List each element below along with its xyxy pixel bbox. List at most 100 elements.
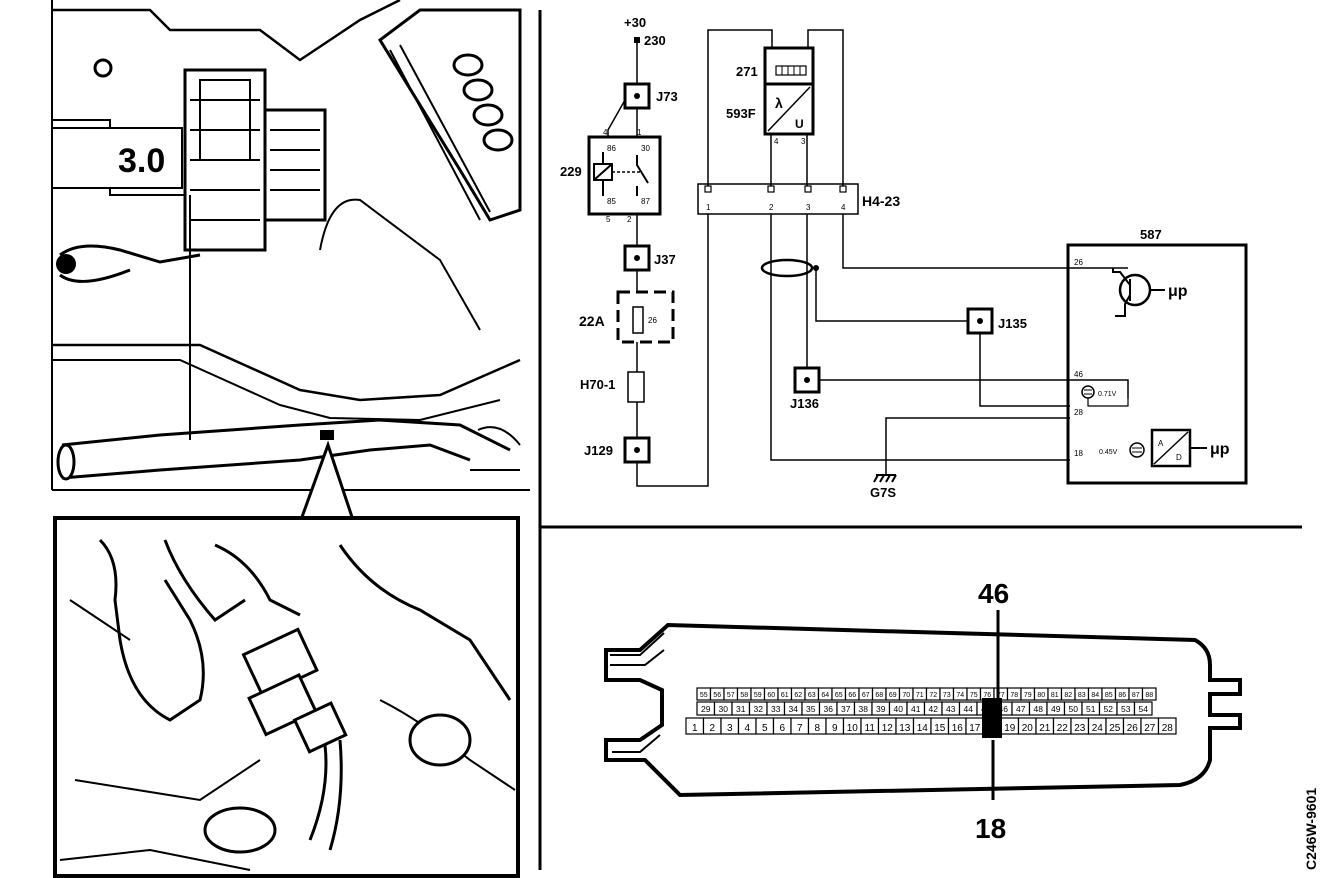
- pin-number: 46: [999, 704, 1009, 714]
- pin-number: 34: [789, 704, 799, 714]
- svg-text:18: 18: [1074, 449, 1083, 458]
- connector-h4-23: [697, 183, 859, 215]
- pin-number: 51: [1086, 704, 1096, 714]
- pin-number: 15: [934, 723, 946, 734]
- pin-number: 65: [835, 692, 843, 699]
- pin-number: 3: [727, 723, 733, 734]
- pin-number: 44: [964, 704, 974, 714]
- pin-number: 6: [779, 723, 785, 734]
- callout-pointer: [300, 440, 354, 518]
- connector-closeup-illustration: [53, 516, 520, 878]
- pin-number: 39: [876, 704, 886, 714]
- pin-number: 50: [1069, 704, 1079, 714]
- svg-text:4: 4: [774, 137, 779, 146]
- pin-number: 75: [970, 692, 978, 699]
- pin-number: 41: [911, 704, 921, 714]
- pin-number: 71: [916, 692, 924, 699]
- pin-number: 79: [1024, 692, 1032, 699]
- pin-number: 30: [719, 704, 729, 714]
- fuse-230-label: 230: [644, 33, 666, 48]
- svg-text:λ: λ: [775, 95, 783, 111]
- pin-number: 28: [1162, 723, 1174, 734]
- pin-number: 88: [1145, 692, 1153, 699]
- ecu-587: [1066, 243, 1248, 485]
- pin-number: 10: [847, 723, 859, 734]
- pin-cell: [1141, 687, 1157, 701]
- svg-text:85: 85: [607, 197, 616, 206]
- ground-label: G7S: [870, 485, 896, 500]
- pin-number: 57: [727, 692, 735, 699]
- pin-number: 40: [894, 704, 904, 714]
- pin-number: 22: [1057, 723, 1069, 734]
- pin-number: 12: [882, 723, 894, 734]
- pin-number: 5: [762, 723, 768, 734]
- supply-label: +30: [624, 15, 646, 30]
- pin-number: 53: [1121, 704, 1131, 714]
- pin-number: 73: [943, 692, 951, 699]
- connector-h4-23-label: H4-23: [862, 193, 900, 209]
- svg-text:26: 26: [1074, 258, 1083, 267]
- pin-number: 62: [794, 692, 802, 699]
- j129-label: J129: [584, 443, 613, 458]
- pin-number: 31: [736, 704, 746, 714]
- svg-text:4: 4: [841, 203, 846, 212]
- pin-number: 52: [1104, 704, 1114, 714]
- ecu-output-2: μp: [1210, 441, 1230, 458]
- pin-number: 19: [1004, 723, 1016, 734]
- svg-text:A: A: [1158, 439, 1164, 448]
- pin-number: 82: [1064, 692, 1072, 699]
- pin-cell: [1157, 717, 1177, 735]
- pin-number: 59: [754, 692, 762, 699]
- pin-number: 85: [1105, 692, 1113, 699]
- fuse-box-label: 22A: [579, 313, 605, 329]
- pin-number: 67: [862, 692, 870, 699]
- engine-bay-illustration: 3.0: [0, 0, 530, 495]
- svg-text:3: 3: [801, 137, 806, 146]
- connector-h70-1: [627, 371, 645, 403]
- pin-number: 70: [902, 692, 910, 699]
- pin-number: 7: [797, 723, 803, 734]
- pin-number: 33: [771, 704, 781, 714]
- pin-number: 69: [889, 692, 897, 699]
- pin-number: 20: [1022, 723, 1034, 734]
- connector-row-bottom: 1234567891011121314151617181920212223242…: [685, 717, 1177, 735]
- pin-number: 35: [806, 704, 816, 714]
- pin-number: 86: [1118, 692, 1126, 699]
- svg-text:86: 86: [607, 144, 616, 153]
- svg-text:2: 2: [627, 215, 632, 224]
- svg-text:5: 5: [606, 215, 611, 224]
- pin-number: 21: [1039, 723, 1051, 734]
- fuse-box-22a: [616, 290, 675, 344]
- pin-number: 8: [814, 723, 820, 734]
- svg-text:28: 28: [1074, 408, 1083, 417]
- pin-number: 9: [832, 723, 838, 734]
- pin-number: 54: [1139, 704, 1149, 714]
- pin-number: 64: [821, 692, 829, 699]
- pin-number: 17: [969, 723, 981, 734]
- sensor-271-label: 271: [736, 64, 758, 79]
- pin-cell: [1133, 701, 1153, 716]
- pin-number: 58: [740, 692, 748, 699]
- pin-number: 72: [929, 692, 937, 699]
- pin-number: 24: [1092, 723, 1104, 734]
- svg-text:D: D: [1176, 453, 1182, 462]
- j136-label: J136: [790, 396, 819, 411]
- j73-label: J73: [656, 89, 678, 104]
- pin-number: 83: [1078, 692, 1086, 699]
- pin-number: 14: [917, 723, 929, 734]
- ecu-output-1: μp: [1168, 283, 1188, 300]
- engine-badge: 3.0: [118, 142, 165, 180]
- pin-number: 36: [824, 704, 834, 714]
- wiring-schematic: +30 230 J73 229 4 1 86 30 85 87 5 2 J37 …: [560, 15, 1248, 500]
- pin-number: 26: [1127, 723, 1139, 734]
- pin-number: 11: [865, 723, 876, 734]
- pin-number: 84: [1091, 692, 1099, 699]
- svg-text:0.45V: 0.45V: [1099, 449, 1118, 456]
- svg-text:U: U: [795, 117, 804, 131]
- pin-number: 56: [713, 692, 721, 699]
- pin-number: 80: [1037, 692, 1045, 699]
- j37-label: J37: [654, 252, 676, 267]
- svg-text:1: 1: [706, 203, 711, 212]
